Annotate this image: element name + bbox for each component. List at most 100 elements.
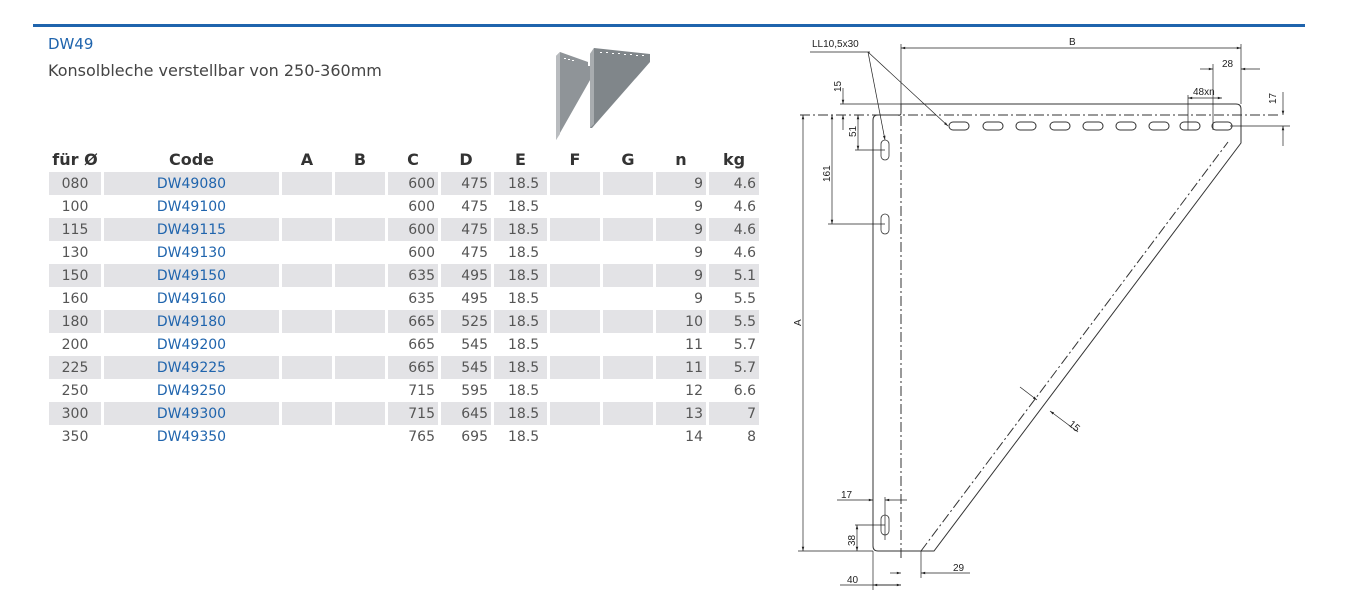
table-cell: 9 — [694, 290, 703, 307]
table-cell — [550, 195, 600, 218]
table-cell: 9 — [694, 244, 703, 261]
table-cell: 18.5 — [494, 172, 547, 195]
table-cell: 545 — [461, 336, 488, 353]
table-cell — [603, 195, 653, 218]
table-cell: 665 — [408, 336, 435, 353]
product-code-link[interactable]: DW49150 — [104, 264, 279, 287]
table-cell: 715 — [408, 382, 435, 399]
table-cell — [282, 241, 332, 264]
product-image — [556, 48, 650, 140]
table-cell: 18.5 — [508, 244, 540, 261]
dim-29: 29 — [953, 563, 965, 574]
column-header: F — [569, 150, 581, 169]
table-cell: 600 — [388, 218, 438, 241]
table-cell: 11 — [685, 336, 703, 353]
table-cell — [335, 425, 385, 448]
dim-15-top: 15 — [833, 80, 844, 92]
table-cell: 11 — [656, 356, 706, 379]
product-code-link[interactable]: DW49225 — [104, 356, 279, 379]
dim-48xn: 48xn — [1193, 87, 1215, 98]
table-cell: 300 — [49, 402, 101, 425]
table-cell: 18.5 — [494, 310, 547, 333]
table-cell — [282, 425, 332, 448]
table-cell: 475 — [441, 172, 491, 195]
table-cell — [603, 172, 653, 195]
table-cell — [550, 333, 600, 356]
slot-hole — [1115, 121, 1137, 131]
table-cell: 5.7 — [709, 356, 759, 379]
table-cell: 200 — [61, 336, 89, 353]
table-cell: 715 — [388, 402, 438, 425]
column-header: für Ø — [52, 150, 98, 169]
table-cell: 12 — [685, 382, 703, 399]
product-code-link[interactable]: DW49080 — [104, 172, 279, 195]
slot-label: LL10,5x30 — [812, 39, 859, 50]
table-cell — [550, 425, 600, 448]
dim-161: 161 — [822, 165, 833, 182]
table-cell: 225 — [49, 356, 101, 379]
table-cell: 18.5 — [494, 356, 547, 379]
product-code-link[interactable]: DW49250 — [156, 382, 227, 399]
dim-A: A — [793, 319, 804, 326]
slot-hole — [1179, 121, 1201, 131]
table-cell — [550, 172, 600, 195]
column-header: B — [353, 150, 367, 169]
dim-28: 28 — [1222, 59, 1234, 70]
table-cell: 545 — [441, 356, 491, 379]
column-header: D — [459, 150, 473, 169]
slot-hole — [948, 121, 970, 131]
table-cell: 18.5 — [508, 336, 540, 353]
product-code-link[interactable]: DW49100 — [156, 198, 227, 215]
table-cell: 14 — [685, 428, 703, 445]
table-cell — [282, 172, 332, 195]
slot-hole — [1211, 121, 1233, 131]
table-cell: 115 — [49, 218, 101, 241]
table-cell: 665 — [388, 356, 438, 379]
table-cell — [335, 310, 385, 333]
table-cell — [550, 356, 600, 379]
table-cell — [603, 425, 653, 448]
table-cell: 250 — [61, 382, 89, 399]
table-cell — [335, 264, 385, 287]
product-code-link[interactable]: DW49200 — [156, 336, 227, 353]
table-cell — [550, 379, 600, 402]
table-cell — [282, 287, 332, 310]
technical-drawing: LL10,5x30 B 28 48xn 17 15 51 161 A 15 17… — [793, 37, 1290, 590]
table-cell: 180 — [49, 310, 101, 333]
table-cell — [603, 379, 653, 402]
table-cell: 765 — [408, 428, 435, 445]
product-code-link[interactable]: DW49300 — [104, 402, 279, 425]
slot-hole — [982, 121, 1004, 131]
product-code-link[interactable]: DW49130 — [156, 244, 227, 261]
dim-17-top: 17 — [1268, 92, 1279, 104]
table-cell: 525 — [441, 310, 491, 333]
slot-hole — [1082, 121, 1104, 131]
table-cell: 475 — [441, 218, 491, 241]
product-code-link[interactable]: DW49115 — [104, 218, 279, 241]
table-cell — [335, 379, 385, 402]
table-cell: 7 — [709, 402, 759, 425]
table-cell — [335, 356, 385, 379]
column-header: C — [407, 150, 419, 169]
table-cell: 495 — [461, 290, 488, 307]
table-cell — [282, 402, 332, 425]
table-cell: 18.5 — [508, 382, 540, 399]
product-code-link[interactable]: DW49180 — [104, 310, 279, 333]
table-cell — [335, 218, 385, 241]
table-cell: 695 — [461, 428, 488, 445]
product-code-link[interactable]: DW49160 — [156, 290, 227, 307]
table-cell — [550, 310, 600, 333]
product-code-link[interactable]: DW49350 — [156, 428, 227, 445]
table-cell: 10 — [656, 310, 706, 333]
table-cell — [603, 264, 653, 287]
table-cell — [335, 195, 385, 218]
